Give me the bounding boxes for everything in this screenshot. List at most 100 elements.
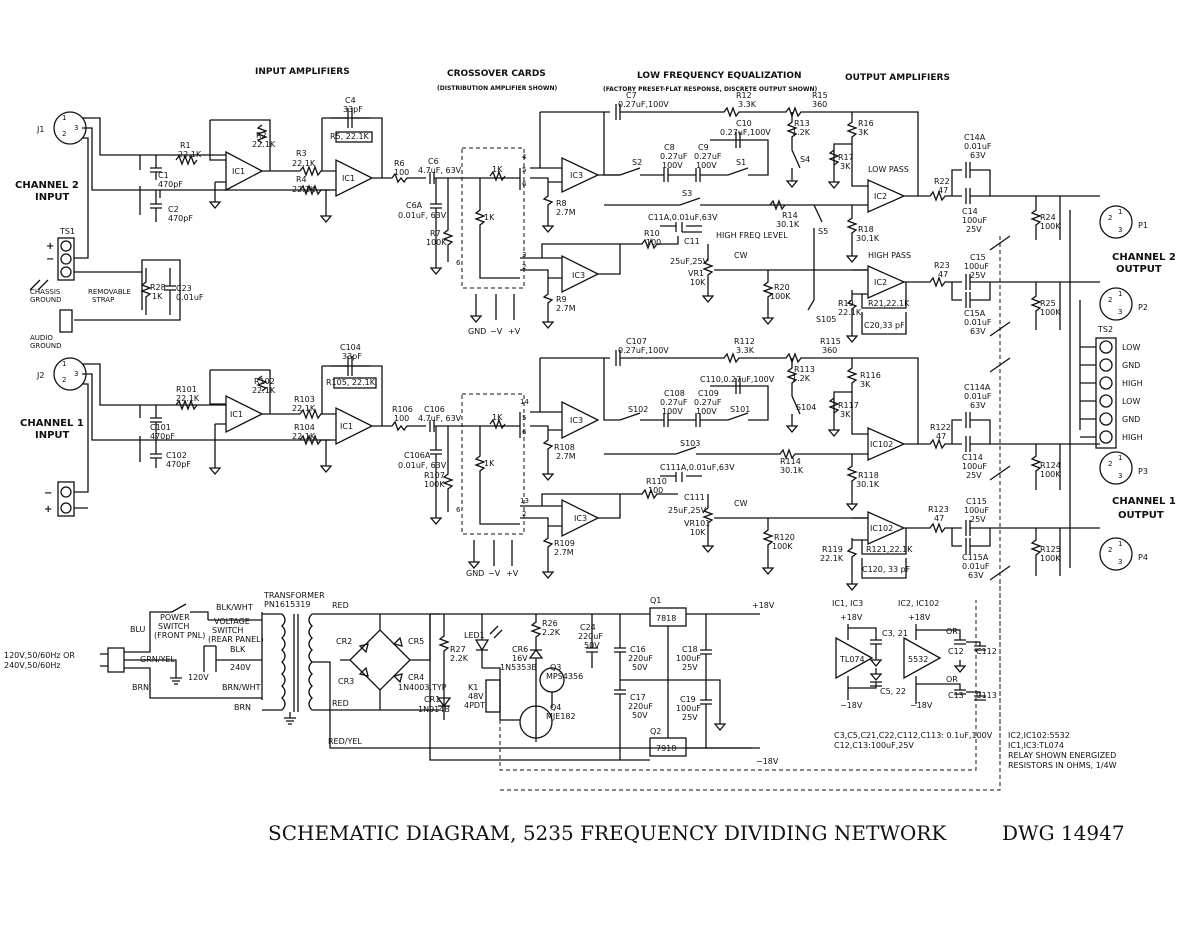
note-right-2: IC1,IC3:TL074 [1008,741,1064,750]
r24-value: 100K [1040,222,1061,231]
r16-label: R16 [858,119,874,128]
n18-label: −18V [756,757,779,766]
ic103-label: IC3 [570,416,583,425]
svg-text:2: 2 [62,130,66,138]
r124-label: R124 [1040,461,1061,470]
c107-label: C107 [626,337,647,346]
c24-value-2: 50V [584,641,600,650]
r13-label: R13 [794,119,810,128]
header-low-freq-eq: LOW FREQUENCY EQUALIZATION [637,71,802,81]
c104-value: 33pF [342,352,362,361]
svg-text:3: 3 [1118,226,1122,234]
r6-value: 100 [394,168,409,177]
v120-label: 120V [188,673,209,682]
r2-label: R2 [256,131,267,140]
p1-connector [1099,205,1133,239]
r22-label: R22 [934,177,950,186]
ic3-opamp [561,156,600,194]
c9-value-2: 100V [696,161,717,170]
ic101-label: IC1 [230,410,243,419]
c17-value-2: 50V [632,711,648,720]
q2-value: 7918 [656,744,676,753]
r109-label: R109 [554,539,575,548]
r108-label: R108 [554,443,575,452]
s105-label: S105 [816,315,836,324]
ic2-lp-opamp [867,178,906,214]
decoupling-note-1: C3,C5,C21,C22,C112,C113: 0.1uF,100V [834,731,993,740]
c15-value-1: 100uF [964,262,989,271]
c111-label: C111 [684,493,705,502]
q4-transistor [519,705,553,739]
c106a-label: C106A [404,451,431,460]
voltage-switch-3: (REAR PANEL) [208,635,264,644]
q1-value: 7818 [656,614,676,623]
s1-label: S1 [736,158,746,167]
ts1-minus: − [46,254,54,265]
c108-value-1: 0.27uF [660,398,688,407]
ts2-terminal [1095,337,1117,449]
ch1-card-negv: −V [488,569,501,578]
r119-label: R119 [822,545,843,554]
svg-text:2: 2 [62,376,66,384]
s4-label: S4 [800,155,810,164]
s3-label: S3 [682,189,692,198]
r114-label: R114 [780,457,801,466]
ts1-terminal [57,237,75,281]
c114-value-2: 25V [966,471,982,480]
svg-text:3: 3 [1118,558,1122,566]
ic102-hp-opamp [867,510,906,546]
dec-p18-2: +18V [908,613,931,622]
mains-label-2: 240V,50/60Hz [4,661,61,670]
c109-value-2: 100V [696,407,717,416]
c20-label: C20,33 pF [864,321,905,330]
header-crossover-cards: CROSSOVER CARDS [447,69,546,79]
r26-label: R26 [542,619,558,628]
ic1b-opamp [335,158,374,198]
ch2-output-label-1: CHANNEL 2 [1112,252,1176,263]
r28-label: R28 [150,283,166,292]
k1-value-2: 4PDT [464,701,485,710]
r119-value: 22.1K [820,554,844,563]
svg-text:6: 6 [456,506,461,514]
ic1-opamp [225,150,264,192]
c112-label: C112 [976,647,997,656]
c10-value: 0.27uF,100V [720,128,771,137]
red-label-1: RED [332,601,349,610]
r125-label: R125 [1040,545,1061,554]
c3-c21-label: C3, 21 [882,629,908,638]
r6-label: R6 [394,159,405,168]
r16-value: 3K [858,128,869,137]
r20-value: 100K [770,292,791,301]
j1-connector [53,111,87,145]
r104-value: 22.1K [292,432,316,441]
r102-value: 22.1K [252,386,276,395]
decoupling-note-2: C12,C13:100uF,25V [834,741,914,750]
c19-value-1: 100uF [676,704,701,713]
ic103b-opamp [561,498,600,538]
s103-label: S103 [680,439,700,448]
svg-text:5: 5 [522,414,526,422]
c14-value-1: 100uF [962,216,987,225]
c8-value-1: 0.27uF [660,152,688,161]
svg-text:14: 14 [520,398,529,406]
c4-label: C4 [345,96,356,105]
svg-text:3: 3 [522,251,526,259]
r15-value: 360 [812,100,827,109]
header-eq-note: (FACTORY PRESET-FLAT RESPONSE, DISCRETE … [603,86,818,93]
r10-value: 100 [646,238,661,247]
ts1-label: TS1 [59,227,75,236]
ts2-low-1: LOW [1122,343,1140,352]
blk-wht-label: BLK/WHT [216,603,253,612]
svg-text:2: 2 [1108,546,1112,554]
tl074-symbol [835,636,874,680]
ts2-label: TS2 [1097,325,1113,334]
r27-value: 2.2K [450,654,469,663]
c102-value: 470pF [166,460,191,469]
c115-value-1: 100uF [964,506,989,515]
note-right-1: IC2,IC102:5532 [1008,731,1070,740]
r26-value: 2.2K [542,628,561,637]
ch1-card-gnd: GND [466,569,484,578]
r124-value: 100K [1040,470,1061,479]
ch1-card-posv: +V [506,569,519,578]
r118-label: R118 [858,471,879,480]
